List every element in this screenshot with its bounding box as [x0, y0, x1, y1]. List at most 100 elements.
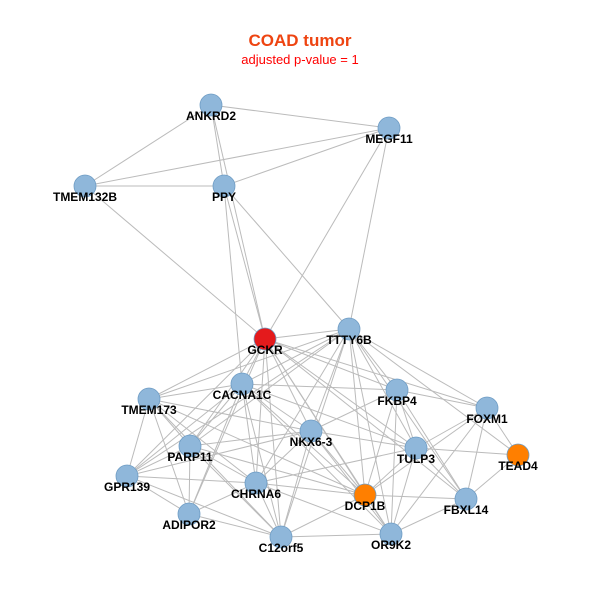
edge-FKBP4-FBXL14: [396, 389, 467, 500]
edge-TMEM173-DCP1B: [148, 398, 366, 496]
edge-NKX6-3-CHRNA6: [255, 430, 312, 484]
edge-FOXM1-FBXL14: [465, 407, 488, 500]
edge-TULP3-CHRNA6: [255, 447, 417, 484]
node-label-PARP11: PARP11: [167, 450, 212, 464]
edge-DCP1B-FBXL14: [364, 494, 467, 500]
edge-TTTY6B-TULP3: [348, 328, 417, 449]
edge-NKX6-3-OR9K2: [310, 430, 392, 535]
edge-GCKR-CHRNA6: [255, 338, 266, 484]
edge-PARP11-CHRNA6: [189, 445, 257, 484]
edge-CACNA1C-C12orf5: [241, 383, 282, 538]
edge-CACNA1C-FKBP4: [241, 383, 398, 391]
edge-PPY-GCKR: [223, 185, 266, 340]
node-label-NKX6-3: NKX6-3: [290, 435, 333, 449]
edge-FKBP4-FOXM1: [396, 389, 488, 409]
edge-PARP11-C12orf5: [189, 445, 282, 538]
node-label-TEAD4: TEAD4: [498, 459, 538, 473]
node-TEAD4: [506, 443, 530, 467]
edge-TULP3-DCP1B: [364, 447, 417, 496]
edge-CACNA1C-ADIPOR2: [188, 383, 243, 515]
node-TMEM132B: [73, 174, 97, 198]
node-DCP1B: [353, 483, 377, 507]
node-label-CHRNA6: CHRNA6: [231, 487, 281, 501]
edge-TTTY6B-FBXL14: [348, 328, 467, 500]
edge-NKX6-3-C12orf5: [280, 430, 312, 538]
edge-GCKR-ADIPOR2: [188, 338, 266, 515]
node-TMEM173: [137, 387, 161, 411]
edge-TMEM173-C12orf5: [148, 398, 282, 538]
edge-DCP1B-C12orf5: [280, 494, 366, 538]
node-label-DCP1B: DCP1B: [345, 499, 386, 513]
edge-TTTY6B-FOXM1: [348, 328, 488, 409]
node-NKX6-3: [299, 419, 323, 443]
node-GCKR: [253, 327, 277, 351]
edge-PPY-CACNA1C: [223, 185, 243, 385]
edge-GCKR-TULP3: [264, 338, 417, 449]
edge-CACNA1C-PARP11: [189, 383, 243, 447]
node-label-PPY: PPY: [212, 190, 236, 204]
edge-layer: [84, 104, 519, 538]
edge-CHRNA6-DCP1B: [255, 482, 366, 496]
node-GPR139: [115, 464, 139, 488]
edge-ANKRD2-TMEM132B: [84, 104, 212, 187]
edge-TTTY6B-GPR139: [126, 328, 350, 477]
edge-GCKR-FKBP4: [264, 338, 398, 391]
edge-PPY-TTTY6B: [223, 185, 350, 330]
edge-FOXM1-TULP3: [415, 407, 488, 449]
edge-GCKR-TTTY6B: [264, 328, 350, 340]
edge-ANKRD2-MEGF11: [210, 104, 390, 129]
node-label-GPR139: GPR139: [104, 480, 150, 494]
edge-CACNA1C-OR9K2: [241, 383, 392, 535]
node-label-FKBP4: FKBP4: [377, 394, 417, 408]
edge-GCKR-C12orf5: [264, 338, 282, 538]
node-FOXM1: [475, 396, 499, 420]
edge-C12orf5-OR9K2: [280, 533, 392, 538]
edge-CACNA1C-TULP3: [241, 383, 417, 449]
edge-CHRNA6-ADIPOR2: [188, 482, 257, 515]
edge-GPR139-C12orf5: [126, 475, 282, 538]
node-C12orf5: [269, 525, 293, 549]
node-label-ANKRD2: ANKRD2: [186, 109, 236, 123]
node-label-ADIPOR2: ADIPOR2: [162, 518, 216, 532]
edge-TMEM132B-GCKR: [84, 185, 266, 340]
edge-ANKRD2-GCKR: [210, 104, 266, 340]
edge-CACNA1C-CHRNA6: [241, 383, 257, 484]
node-label-FBXL14: FBXL14: [444, 503, 489, 517]
node-label-MEGF11: MEGF11: [365, 132, 413, 146]
edge-TTTY6B-FKBP4: [348, 328, 398, 391]
node-label-GCKR: GCKR: [247, 343, 283, 357]
edge-CACNA1C-TMEM173: [148, 383, 243, 400]
node-label-OR9K2: OR9K2: [371, 538, 411, 552]
edge-CACNA1C-NKX6-3: [241, 383, 312, 432]
edge-MEGF11-PPY: [223, 127, 390, 187]
edge-PARP11-DCP1B: [189, 445, 366, 496]
node-label-TMEM132B: TMEM132B: [53, 190, 117, 204]
edge-TMEM173-NKX6-3: [148, 398, 312, 432]
edge-TTTY6B-PARP11: [189, 328, 350, 447]
node-label-CACNA1C: CACNA1C: [213, 388, 272, 402]
edge-TULP3-OR9K2: [390, 447, 417, 535]
node-FKBP4: [385, 378, 409, 402]
edge-GCKR-PARP11: [189, 338, 266, 447]
edge-FKBP4-OR9K2: [390, 389, 398, 535]
edge-NKX6-3-PARP11: [189, 430, 312, 447]
edge-TULP3-TEAD4: [415, 447, 519, 456]
edge-GPR139-ADIPOR2: [126, 475, 190, 515]
node-PPY: [212, 174, 236, 198]
node-ANKRD2: [199, 93, 223, 117]
node-CACNA1C: [230, 372, 254, 396]
node-PARP11: [178, 434, 202, 458]
plot-title: COAD tumor: [249, 31, 352, 50]
node-FBXL14: [454, 487, 478, 511]
edge-TMEM173-CHRNA6: [148, 398, 257, 484]
edge-NKX6-3-GPR139: [126, 430, 312, 477]
edge-CACNA1C-GPR139: [126, 383, 243, 477]
node-label-FOXM1: FOXM1: [466, 412, 508, 426]
edge-CHRNA6-OR9K2: [255, 482, 392, 535]
node-MEGF11: [377, 116, 401, 140]
edge-FBXL14-OR9K2: [390, 498, 467, 535]
edge-MEGF11-TMEM132B: [84, 127, 390, 187]
